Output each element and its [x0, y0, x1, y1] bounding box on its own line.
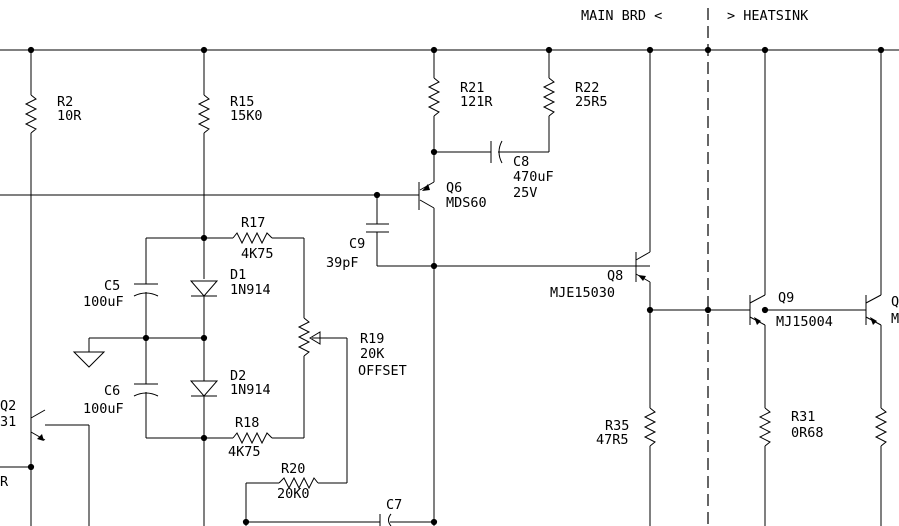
resistor-r15 — [197, 94, 211, 134]
q8-emitter-arrow — [638, 275, 646, 281]
resistor-right-partial — [874, 407, 888, 447]
q9-emitter-arrow — [754, 317, 761, 325]
r21-value: 121R — [460, 94, 493, 110]
resistor-r22 — [542, 77, 556, 117]
c6-ref: C6 — [104, 383, 120, 399]
main-board-label: MAIN BRD < — [581, 8, 662, 24]
r15-value: 15K0 — [230, 108, 263, 124]
left-resistor-fragment: R — [0, 474, 9, 490]
r35-value: 47R5 — [596, 432, 629, 448]
capacitor-c7: C7 — [246, 497, 434, 526]
d1-ref: D1 — [230, 267, 246, 283]
resistor-r21 — [427, 77, 441, 117]
r21-ref: R21 — [460, 80, 484, 96]
r22-value: 25R5 — [575, 94, 608, 110]
r31-branch: R31 0R68 — [758, 407, 824, 526]
transistor-q8: Q8 MJE15030 — [550, 50, 651, 408]
q6-ref: Q6 — [446, 180, 462, 196]
diode-d2 — [189, 380, 219, 397]
diode-d1 — [189, 280, 219, 297]
resistor-r31 — [758, 407, 772, 447]
r31-ref: R31 — [791, 409, 815, 425]
resistor-r35 — [643, 407, 657, 447]
q9-part: MJ15004 — [776, 314, 833, 330]
q8-ref: Q8 — [607, 268, 623, 284]
r2-ref: R2 — [57, 94, 73, 110]
r31-value: 0R68 — [791, 425, 824, 441]
q6-part: MDS60 — [446, 195, 487, 211]
c5-value: 100uF — [83, 294, 124, 310]
q2-ref: Q2 — [0, 398, 16, 414]
resistor-r2 — [24, 94, 38, 134]
q9-ref: Q9 — [778, 290, 794, 306]
r35-branch: R35 47R5 — [596, 407, 657, 526]
transistor-q9: Q9 MJ15004 — [749, 50, 833, 408]
c7-ref: C7 — [386, 497, 402, 513]
r17-ref: R17 — [241, 215, 265, 231]
heatsink-label: > HEATSINK — [727, 8, 809, 24]
potentiometer-r19 — [297, 317, 311, 357]
bias-network: R17 4K75 C5 100uF C6 100uF D1 1N914 D2 1… — [72, 215, 407, 526]
r2-value: 10R — [57, 108, 82, 124]
r21-r22-c8-network: R21 121R R22 25R5 C8 470uF 25V — [427, 50, 608, 201]
d2-part: 1N914 — [230, 382, 271, 398]
r20-ref: R20 — [281, 461, 305, 477]
d1-part: 1N914 — [230, 282, 271, 298]
resistor-r17 — [232, 231, 273, 245]
r22-ref: R22 — [575, 80, 599, 96]
r35-ref: R35 — [605, 418, 629, 434]
r15-ref: R15 — [230, 94, 254, 110]
q2-part-fragment: 31 — [0, 414, 16, 430]
r15-branch: R15 15K0 — [197, 50, 263, 279]
ground-symbol — [72, 351, 106, 368]
r20-branch: R20 20K0 — [245, 461, 347, 526]
transistor-right-partial: Q M — [765, 50, 899, 526]
r2-branch: R2 10R — [24, 50, 82, 526]
right-transistor-ref-fragment: Q — [891, 294, 899, 310]
c8-rating: 25V — [513, 185, 537, 201]
c5-ref: C5 — [104, 278, 120, 294]
r17-value: 4K75 — [241, 246, 274, 262]
capacitor-c9: C9 39pF — [326, 195, 650, 271]
resistor-r20 — [278, 476, 319, 490]
q6-emitter-arrow — [422, 184, 430, 191]
junction-dots — [27, 46, 885, 526]
resistor-r18 — [232, 431, 273, 445]
r18-ref: R18 — [235, 415, 259, 431]
r20-value: 20K0 — [277, 486, 310, 502]
c8-value: 470uF — [513, 169, 554, 185]
r19-wiper-arrow — [309, 331, 321, 345]
right-transistor-part-fragment: M — [891, 311, 899, 327]
c8-ref: C8 — [513, 154, 529, 170]
r19-value: 20K — [360, 346, 385, 362]
c9-value: 39pF — [326, 255, 359, 271]
d2-ref: D2 — [230, 368, 246, 384]
r19-ref: R19 — [360, 331, 384, 347]
r18-value: 4K75 — [228, 444, 261, 460]
r19-function: OFFSET — [358, 363, 407, 379]
c6-value: 100uF — [83, 401, 124, 417]
c9-ref: C9 — [349, 236, 365, 252]
transistor-q6: Q6 MDS60 — [0, 180, 487, 526]
q8-part: MJE15030 — [550, 285, 615, 301]
transistor-q2-partial: Q2 31 R — [0, 398, 90, 526]
